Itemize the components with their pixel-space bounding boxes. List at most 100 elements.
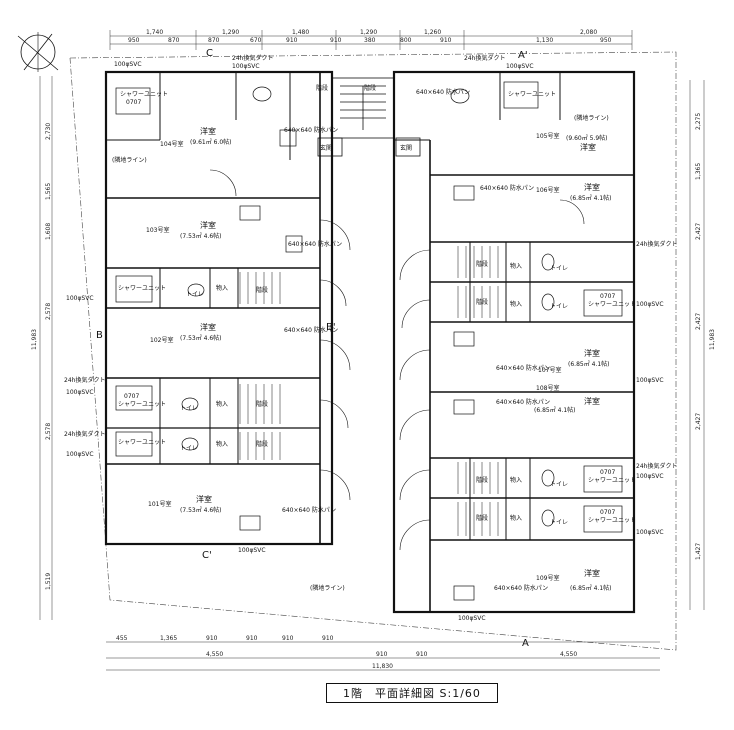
right-dims: 2,275 1,365 2,427 2,427 2,427 1,427 <box>695 113 702 560</box>
svg-text:階段: 階段 <box>476 298 488 306</box>
svg-text:物入: 物入 <box>216 284 228 292</box>
svg-text:100φSVC: 100φSVC <box>238 547 266 554</box>
room-area-107: (6.85㎡ 4.1帖) <box>568 360 610 368</box>
top-dim-4: 1,290 <box>360 29 377 36</box>
svg-text:1,365: 1,365 <box>160 635 177 642</box>
unit-no-105: 105号室 <box>536 132 559 140</box>
svg-text:910: 910 <box>286 37 298 44</box>
svg-text:階段: 階段 <box>364 84 376 92</box>
top-dim-1: 1,740 <box>146 29 163 36</box>
svg-text:A: A <box>522 638 529 649</box>
unit-no-104: 104号室 <box>160 140 183 148</box>
svg-text:0707: 0707 <box>600 293 615 300</box>
svg-text:0707: 0707 <box>600 509 615 516</box>
room-area-103: (7.53㎡ 4.6帖) <box>180 232 222 240</box>
svg-text:物入: 物入 <box>510 262 522 270</box>
svg-text:910: 910 <box>330 37 342 44</box>
svg-text:C': C' <box>202 550 212 561</box>
unit-no-107: 107号室 <box>538 366 561 374</box>
room-label-107: 洋室 <box>584 348 600 358</box>
top-dim-5: 1,260 <box>424 29 441 36</box>
bottom-dimensions <box>106 641 660 671</box>
svg-text:4,550: 4,550 <box>560 651 577 658</box>
svg-text:24h換気ダクト: 24h換気ダクト <box>636 240 677 248</box>
svg-text:24h換気ダクト: 24h換気ダクト <box>636 462 677 470</box>
svg-text:950: 950 <box>128 37 140 44</box>
svg-text:4,550: 4,550 <box>206 651 223 658</box>
svg-text:910: 910 <box>440 37 452 44</box>
top-dims-2: 950 870 870 670 910 910 380 800 910 1,13… <box>128 37 612 44</box>
svg-text:物入: 物入 <box>510 300 522 308</box>
svg-text:階段: 階段 <box>256 286 268 294</box>
svg-text:C: C <box>206 48 213 59</box>
north-compass <box>17 32 59 72</box>
svg-text:物入: 物入 <box>216 400 228 408</box>
room-label-103: 洋室 <box>200 220 216 230</box>
left-total: 11,983 <box>31 329 38 350</box>
svg-text:910: 910 <box>416 651 428 658</box>
drawing-title: 1階 平面詳細図 S:1/60 <box>326 683 498 703</box>
svg-text:24h換気ダクト: 24h換気ダクト <box>64 376 105 384</box>
room-label-106: 洋室 <box>584 182 600 192</box>
svg-text:640×640 防水パン: 640×640 防水パン <box>494 584 548 592</box>
top-dim-3: 1,480 <box>292 29 309 36</box>
site-boundary <box>69 51 677 651</box>
room-label-101: 洋室 <box>196 494 212 504</box>
room-area-102: (7.53㎡ 4.6帖) <box>180 334 222 342</box>
room-label-109: 洋室 <box>584 568 600 578</box>
fixtures <box>115 81 623 601</box>
svg-text:物入: 物入 <box>510 514 522 522</box>
svg-text:100φSVC: 100φSVC <box>66 389 94 396</box>
svg-text:455: 455 <box>116 635 128 642</box>
svg-text:100φSVC: 100φSVC <box>66 295 94 302</box>
svg-text:1,365: 1,365 <box>695 163 702 180</box>
svg-text:シャワーユニット: シャワーユニット <box>120 91 168 98</box>
svg-text:910: 910 <box>376 651 388 658</box>
svg-text:トイレ: トイレ <box>550 303 568 310</box>
svg-text:階段: 階段 <box>256 400 268 408</box>
svg-text:100φSVC: 100φSVC <box>114 61 142 68</box>
svg-text:2,578: 2,578 <box>45 423 52 440</box>
svg-text:2,578: 2,578 <box>45 303 52 320</box>
svg-text:1,130: 1,130 <box>536 37 553 44</box>
svg-text:シャワーユニット: シャワーユニット <box>588 477 636 484</box>
svg-text:2,427: 2,427 <box>695 413 702 430</box>
stair-hatches <box>239 246 499 536</box>
room-area-101: (7.53㎡ 4.6帖) <box>180 506 222 514</box>
svg-text:A': A' <box>518 50 528 61</box>
door-swings <box>209 169 585 551</box>
west-block-walls <box>104 70 334 546</box>
svg-text:階段: 階段 <box>256 440 268 448</box>
room-label-102: 洋室 <box>200 322 216 332</box>
svg-text:640×640 防水パン: 640×640 防水パン <box>284 326 338 334</box>
svg-text:640×640 防水パン: 640×640 防水パン <box>416 88 470 96</box>
svg-text:640×640 防水パン: 640×640 防水パン <box>288 240 342 248</box>
svg-text:2,427: 2,427 <box>695 223 702 240</box>
svg-text:100φSVC: 100φSVC <box>636 473 664 480</box>
room-label-105: 洋室 <box>580 142 596 152</box>
unit-no-101: 101号室 <box>148 500 171 508</box>
svg-text:2,275: 2,275 <box>695 113 702 130</box>
svg-text:100φSVC: 100φSVC <box>636 377 664 384</box>
svg-text:100φSVC: 100φSVC <box>636 301 664 308</box>
bottom-dims: 455 1,365 910 910 910 910 910 910 4,550 … <box>116 635 577 670</box>
svg-text:100φSVC: 100φSVC <box>458 615 486 622</box>
svg-text:トイレ: トイレ <box>550 481 568 488</box>
svg-text:100φSVC: 100φSVC <box>636 529 664 536</box>
east-block-walls <box>392 70 636 614</box>
svg-text:1,427: 1,427 <box>695 543 702 560</box>
svg-text:24h換気ダクト: 24h換気ダクト <box>232 54 273 62</box>
svg-text:910: 910 <box>282 635 294 642</box>
svg-text:2,427: 2,427 <box>695 313 702 330</box>
right-total: 11,983 <box>709 329 716 350</box>
bottom-total: 11,830 <box>372 663 393 670</box>
svg-text:玄関: 玄関 <box>320 144 332 152</box>
svg-text:910: 910 <box>322 635 334 642</box>
svg-text:0707: 0707 <box>124 393 139 400</box>
top-dim-2: 1,290 <box>222 29 239 36</box>
svg-text:トイレ: トイレ <box>186 291 204 298</box>
svg-text:100φSVC: 100φSVC <box>506 63 534 70</box>
central-stair-area <box>317 77 421 157</box>
svg-text:640×640 防水パン: 640×640 防水パン <box>284 126 338 134</box>
